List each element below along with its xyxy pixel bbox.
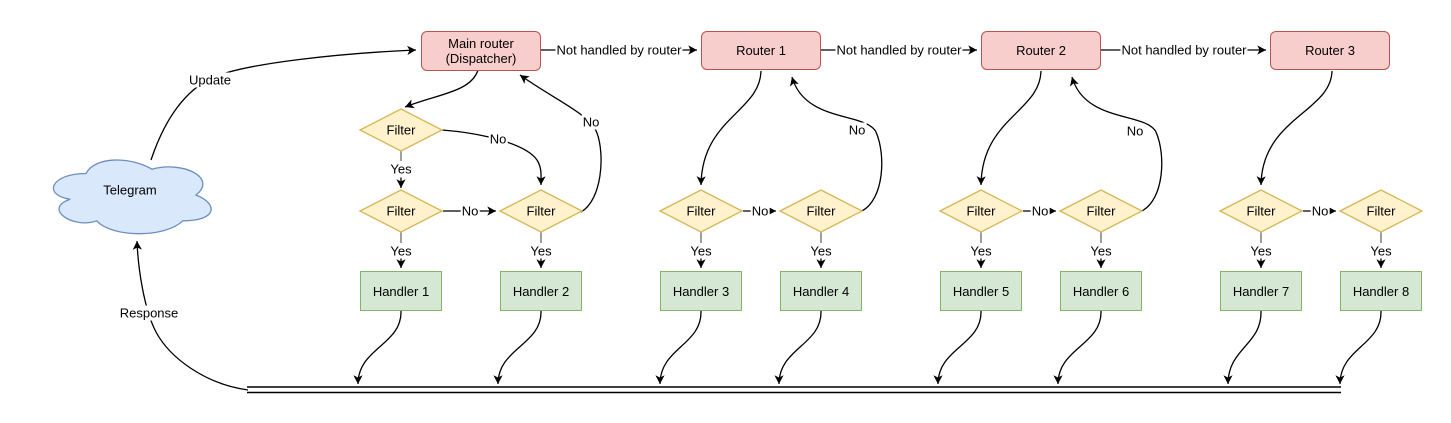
- edge-label-yes-8: Yes: [1369, 243, 1393, 259]
- edge-top-filter-no: [441, 129, 546, 186]
- node-handler-4: Handler 4: [780, 271, 862, 311]
- node-router-3: Router 3: [1270, 31, 1390, 70]
- telegram-cloud-shape: [52, 159, 212, 235]
- edge-label-yes-6: Yes: [1089, 243, 1113, 259]
- node-handler-3: Handler 3: [660, 271, 742, 311]
- edge-response: [132, 240, 249, 391]
- edge-label-yes-4: Yes: [809, 243, 833, 259]
- filter-label-5: Filter: [966, 203, 996, 219]
- telegram-cloud-label: Telegram: [103, 182, 157, 198]
- edge-label-no-inner-4: No: [1310, 203, 1330, 219]
- edge-label-yes-3: Yes: [689, 243, 713, 259]
- filter-diamond-6: [1058, 189, 1144, 233]
- edge-label-yes-1: Yes: [389, 243, 413, 259]
- filter-label-7: Filter: [1246, 203, 1276, 219]
- filter-label-3: Filter: [686, 203, 716, 219]
- edge-handler3-out: [655, 310, 702, 385]
- edge-handler6-out: [1053, 310, 1102, 385]
- edge-label-response: Response: [118, 305, 180, 321]
- edge-handler2-out: [493, 310, 542, 385]
- edge-handler8-out: [1335, 310, 1382, 385]
- node-handler-2: Handler 2: [500, 271, 582, 311]
- edge-update: [150, 45, 417, 161]
- filter-label-8: Filter: [1366, 203, 1396, 219]
- edge-label-no-return-2: No: [847, 122, 867, 138]
- edge-label-yes-7: Yes: [1249, 243, 1273, 259]
- filter-label-1: Filter: [386, 203, 416, 219]
- filter-diamond-2: [498, 189, 584, 233]
- filter-diamond-4: [778, 189, 864, 233]
- edge-label-yes-2: Yes: [529, 243, 553, 259]
- node-router-1: Router 1: [701, 31, 821, 70]
- edge-label-no-inner-1: No: [460, 203, 480, 219]
- filter-label-6: Filter: [1086, 203, 1116, 219]
- edge-label-not-handled-1: Not handled by router: [555, 42, 683, 58]
- filter-diamond-5: [938, 189, 1024, 233]
- filter-label-4: Filter: [806, 203, 836, 219]
- edge-router1-to-filter: [696, 70, 762, 186]
- node-handler-6: Handler 6: [1060, 271, 1142, 311]
- edge-label-no-inner-2: No: [750, 203, 770, 219]
- node-handler-7: Handler 7: [1220, 271, 1302, 311]
- edge-handler1-out: [353, 310, 402, 385]
- edge-label-no-top-filter: No: [488, 131, 508, 147]
- node-handler-1: Handler 1: [360, 271, 442, 311]
- edge-no-return-1: [519, 74, 602, 213]
- edge-router3-to-filter: [1256, 70, 1333, 186]
- edge-handler5-out: [933, 310, 982, 385]
- edge-router2-to-filter: [976, 70, 1042, 186]
- filter-diamond-8: [1338, 189, 1424, 233]
- edge-label-yes-5: Yes: [969, 243, 993, 259]
- node-handler-8: Handler 8: [1340, 271, 1422, 311]
- filter-diamond-3: [658, 189, 744, 233]
- edge-label-no-return-1: No: [581, 114, 601, 130]
- edge-handler7-out: [1223, 310, 1262, 385]
- filter-diamond-1: [358, 189, 444, 233]
- node-main-router: Main router (Dispatcher): [421, 31, 541, 71]
- edge-dispatcher-to-top-filter: [404, 69, 479, 109]
- filter-label-dispatcher-top: Filter: [386, 122, 416, 138]
- filter-diamond-7: [1218, 189, 1304, 233]
- node-handler-5: Handler 5: [940, 271, 1022, 311]
- edge-no-return-3: [1069, 76, 1163, 212]
- edge-no-return-2: [789, 76, 883, 212]
- edge-label-no-inner-3: No: [1030, 203, 1050, 219]
- edge-handler4-out: [774, 310, 822, 385]
- edge-label-update: Update: [188, 72, 232, 88]
- filter-label-2: Filter: [526, 203, 556, 219]
- edge-label-not-handled-2: Not handled by router: [835, 42, 963, 58]
- node-router-2: Router 2: [981, 31, 1101, 70]
- edge-label-no-return-3: No: [1125, 123, 1145, 139]
- edge-label-not-handled-3: Not handled by router: [1120, 42, 1248, 58]
- edge-label-yes-top-filter: Yes: [389, 161, 413, 177]
- filter-diamond-dispatcher-top: [358, 108, 444, 152]
